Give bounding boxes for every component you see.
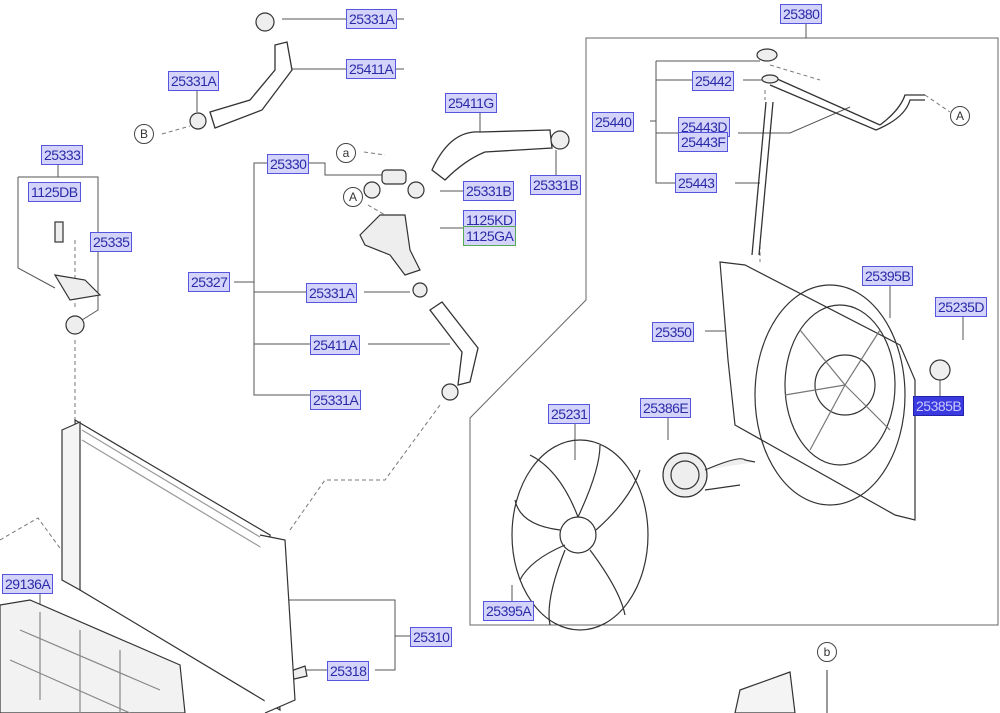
part-label-1125GA[interactable]: 1125GA [463,226,517,246]
part-label-25411G[interactable]: 25411G [445,93,497,113]
part-label-25331A-mid[interactable]: 25331A [306,283,358,303]
hoses [209,41,925,386]
part-label-25331B-left[interactable]: 25331B [463,181,515,201]
part-label-29136A[interactable]: 29136A [2,574,54,594]
ref-b-small: b [817,642,837,662]
part-label-25331A-top[interactable]: 25331A [346,9,398,29]
part-label-1125DB[interactable]: 1125DB [28,182,81,202]
leader-lines [17,18,999,671]
part-label-25380[interactable]: 25380 [780,4,823,24]
part-label-1125KD[interactable]: 1125KD [463,210,516,230]
ref-a-small: a [336,143,356,163]
part-label-25385B[interactable]: 25385B [913,396,965,416]
part-label-25395A[interactable]: 25395A [483,601,535,621]
part-label-25310[interactable]: 25310 [410,627,453,647]
guard-drawing [0,599,186,713]
fan-drawing [511,439,649,631]
part-label-25443[interactable]: 25443 [675,173,718,193]
part-label-25386E[interactable]: 25386E [640,398,692,418]
part-label-25318[interactable]: 25318 [327,661,370,681]
bracket-drawing [734,670,828,713]
part-label-25231[interactable]: 25231 [548,404,591,424]
part-label-25235D[interactable]: 25235D [935,297,988,317]
part-label-25350[interactable]: 25350 [652,322,695,342]
ref-a-mid: A [343,187,363,207]
ref-a-right: A [950,106,970,126]
shroud-drawing [719,261,916,521]
part-label-25327[interactable]: 25327 [188,272,231,292]
ref-b-left: B [134,124,154,144]
radiator-drawing [61,418,296,713]
small-parts [53,12,951,681]
part-label-25395B[interactable]: 25395B [862,266,914,286]
part-label-25443F[interactable]: 25443F [678,132,729,152]
part-label-25411A-lower[interactable]: 25411A [310,335,361,355]
part-label-25333[interactable]: 25333 [41,145,84,165]
part-label-25411A-upper[interactable]: 25411A [346,59,397,79]
part-label-25331A-low[interactable]: 25331A [310,390,362,410]
part-label-25331A-left[interactable]: 25331A [168,71,220,91]
part-label-25331B-right[interactable]: 25331B [530,175,582,195]
part-label-25330[interactable]: 25330 [267,154,310,174]
part-label-25440[interactable]: 25440 [592,112,635,132]
part-label-25442[interactable]: 25442 [692,71,735,91]
part-label-25335[interactable]: 25335 [90,232,133,252]
